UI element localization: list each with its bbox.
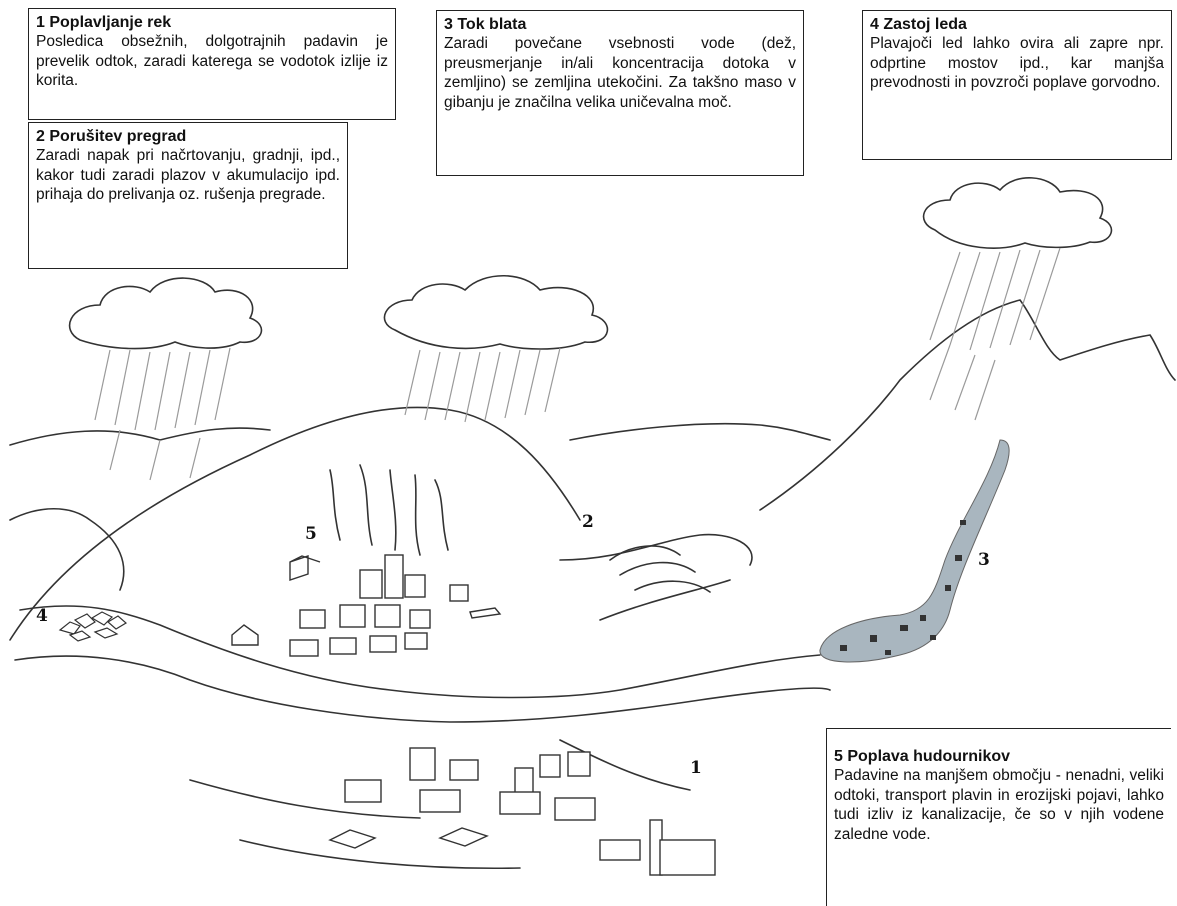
marker-3: 3: [978, 550, 990, 570]
box-text: Zaradi napak pri načrtovanju, gradnji, i…: [36, 146, 340, 205]
valley-line-2: [240, 840, 520, 868]
info-box-torrent-flooding: 5 Poplava hudournikov Padavine na manjše…: [826, 728, 1171, 906]
box-text: Zaradi povečane vsebnosti vode (dež, pre…: [444, 34, 796, 112]
cloud-left: [70, 278, 262, 348]
valley-line-1: [190, 780, 420, 818]
box-text: Padavine na manjšem območju - nenadni, v…: [834, 766, 1164, 844]
dam-wave-2: [620, 563, 695, 575]
mountain-outline: [760, 300, 1175, 510]
gully-1: [330, 470, 340, 540]
gully-2: [360, 465, 372, 545]
cloud-right: [924, 178, 1112, 248]
box-title: 3 Tok blata: [444, 15, 796, 34]
marker-5: 5: [305, 524, 317, 544]
box-title: 1 Poplavljanje rek: [36, 13, 388, 32]
rain-left: [95, 348, 230, 480]
gully-5: [435, 480, 448, 550]
dam-wave-3: [635, 581, 710, 592]
box-title: 4 Zastoj leda: [870, 15, 1164, 34]
cloud-center: [384, 276, 607, 349]
marker-1: 1: [690, 758, 702, 778]
info-box-dam-failure: 2 Porušitev pregrad Zaradi napak pri nač…: [28, 122, 348, 269]
gully-3: [390, 470, 396, 550]
box-title: 2 Porušitev pregrad: [36, 127, 340, 146]
info-box-mudflow: 3 Tok blata Zaradi povečane vsebnosti vo…: [436, 10, 804, 176]
river-left-bend: [10, 509, 124, 590]
info-box-ice-jam: 4 Zastoj leda Plavajoči led lahko ovira …: [862, 10, 1172, 160]
box-text: Plavajoči led lahko ovira ali zapre npr.…: [870, 34, 1164, 93]
houses-lower-village: [330, 748, 715, 875]
info-box-river-flooding: 1 Poplavljanje rek Posledica obsežnih, d…: [28, 8, 396, 120]
far-hills-outline: [10, 424, 830, 445]
box-text: Posledica obsežnih, dolgotrajnih padavin…: [36, 32, 388, 91]
gully-4: [415, 475, 420, 555]
box-title: 5 Poplava hudournikov: [834, 747, 1164, 766]
marker-2: 2: [582, 512, 594, 532]
river-bank-lower: [15, 656, 830, 722]
ice-jam-floes: [60, 612, 126, 641]
rain-center: [405, 348, 560, 422]
houses-upper-village: [232, 555, 500, 656]
river-right-bank: [560, 535, 752, 565]
marker-4: 4: [36, 606, 48, 626]
river-right-bank2: [600, 580, 730, 620]
